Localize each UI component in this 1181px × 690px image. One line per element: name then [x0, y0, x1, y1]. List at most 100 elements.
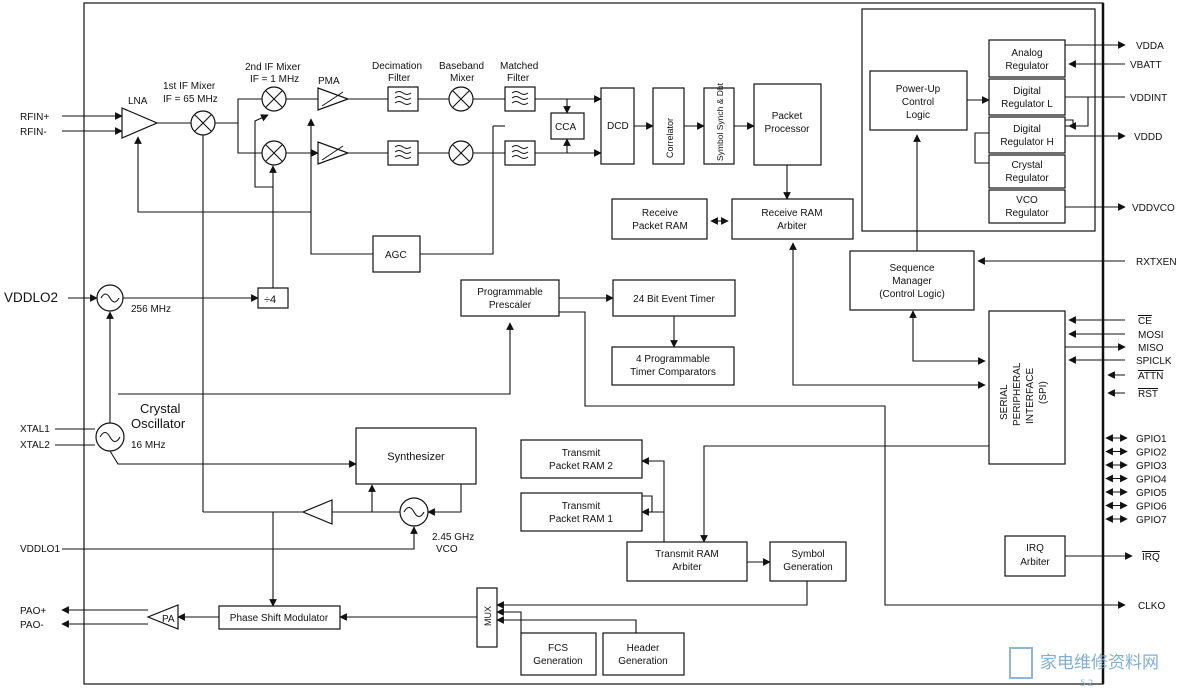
svg-text:Prescaler: Prescaler [489, 300, 532, 311]
svg-text:Receive RAM: Receive RAM [761, 208, 822, 219]
svg-text:Symbol Synch & Dbt: Symbol Synch & Dbt [715, 82, 725, 161]
svg-text:DCD: DCD [607, 121, 629, 132]
transmit-packet-ram-2-block: Transmit Packet RAM 2 [520, 439, 643, 479]
svg-text:PAO+: PAO+ [20, 606, 46, 617]
svg-text:Arbiter: Arbiter [672, 562, 702, 573]
irq-arbiter-block: IRQ Arbiter [1004, 535, 1066, 577]
power-region [861, 8, 1096, 232]
svg-text:Decimation: Decimation [372, 61, 422, 72]
svg-text:Digital: Digital [1013, 124, 1041, 135]
sequence-manager-block: Sequence Manager (Control Logic) [849, 250, 975, 311]
gpio-label: GPIO3 [1136, 461, 1167, 472]
svg-text:VDDINT: VDDINT [1130, 93, 1167, 104]
pin-gpio-5: GPIO5 [1105, 488, 1167, 499]
pin-gpio-7: GPIO7 [1105, 515, 1167, 526]
receive-ram-arbiter-block: Receive RAM Arbiter [731, 198, 854, 240]
svg-text:Transmit RAM: Transmit RAM [655, 549, 719, 560]
svg-text:(Control Logic): (Control Logic) [879, 289, 945, 300]
pin-rxtxen: RXTXEN [977, 257, 1177, 268]
lo-256-oscillator: 256 MHz [96, 284, 171, 315]
svg-text:Baseband: Baseband [439, 61, 484, 72]
svg-text:CCA: CCA [555, 122, 576, 133]
timer-comparators-block: 4 Programmable Timer Comparators [611, 346, 735, 386]
symbol-synch-block: Symbol Synch & Dbt [703, 82, 735, 165]
svg-text:IF = 65 MHz: IF = 65 MHz [163, 94, 218, 105]
svg-text:Symbol: Symbol [791, 549, 824, 560]
svg-text:256 MHz: 256 MHz [131, 304, 171, 315]
digital-regulator-h-block: Digital Regulator H [988, 116, 1066, 154]
svg-text:VDDA: VDDA [1136, 41, 1164, 52]
pin-vddvco: VDDVCO [1065, 203, 1175, 214]
watermark: 家电维修资料网 52 [1009, 647, 1159, 689]
pin-attn: ATTN [1107, 371, 1163, 382]
svg-text:RFIN+: RFIN+ [20, 112, 49, 123]
matched-filter-bottom [504, 140, 536, 166]
pin-vddd: VDDD [1065, 132, 1162, 143]
svg-text:CLKO: CLKO [1138, 601, 1165, 612]
svg-text:Analog: Analog [1011, 48, 1042, 59]
pin-vbatt: VBATT [1068, 60, 1161, 71]
pin-spiclk: SPICLK [1068, 356, 1172, 367]
pin-mosi: MOSI [1068, 330, 1164, 341]
svg-text:RXTXEN: RXTXEN [1136, 257, 1177, 268]
svg-text:Mixer: Mixer [450, 73, 475, 84]
svg-text:1st IF Mixer: 1st IF Mixer [163, 81, 216, 92]
pin-gpio-6: GPIO6 [1105, 502, 1167, 513]
svg-text:VBATT: VBATT [1130, 60, 1161, 71]
pin-clko: CLKO [1138, 601, 1165, 612]
pin-vddlo1: VDDLO1 [20, 526, 418, 555]
matched-filter-top: Matched Filter [500, 61, 538, 112]
svg-text:ATTN: ATTN [1138, 371, 1163, 382]
svg-text:Filter: Filter [388, 73, 411, 84]
svg-text:RFIN-: RFIN- [20, 127, 47, 138]
svg-text:VDDVCO: VDDVCO [1132, 203, 1175, 214]
pin-pao-n: PAO- [20, 620, 148, 631]
svg-text:2nd IF Mixer: 2nd IF Mixer [245, 62, 301, 73]
svg-text:÷4: ÷4 [264, 294, 276, 306]
pin-xtal2: XTAL2 [20, 440, 95, 451]
svg-text:PERIPHERAL: PERIPHERAL [1012, 362, 1023, 426]
svg-text:XTAL2: XTAL2 [20, 440, 50, 451]
svg-text:Packet RAM 1: Packet RAM 1 [549, 514, 613, 525]
pma-amplifier-top: PMA [317, 76, 350, 111]
svg-text:家电维修资料网: 家电维修资料网 [1040, 653, 1159, 673]
second-if-mixer-top: 2nd IF Mixer IF = 1 MHz [245, 62, 301, 112]
pin-rst: RST [1107, 389, 1158, 400]
symbol-generation-block: Symbol Generation [769, 541, 847, 582]
svg-text:Arbiter: Arbiter [1020, 557, 1050, 568]
svg-text:Matched: Matched [500, 61, 538, 72]
svg-text:16 MHz: 16 MHz [131, 440, 165, 451]
pin-vdda: VDDA [1065, 41, 1164, 52]
gpio-label: GPIO7 [1136, 515, 1167, 526]
svg-text:VCO: VCO [436, 544, 458, 555]
power-up-logic-block: Power-Up Control Logic [869, 70, 968, 131]
gpio-label: GPIO6 [1136, 502, 1167, 513]
mux-block: MUX [476, 587, 498, 648]
transmit-packet-ram-1-block: Transmit Packet RAM 1 [520, 492, 643, 532]
svg-text:Processor: Processor [764, 124, 810, 135]
pin-xtal1: XTAL1 [20, 424, 95, 435]
header-generation-block: Header Generation [602, 632, 685, 676]
digital-regulator-l-block: Digital Regulator L [988, 78, 1066, 116]
svg-text:VDDD: VDDD [1134, 132, 1162, 143]
dcd-block: DCD [600, 87, 635, 165]
svg-text:Arbiter: Arbiter [777, 221, 807, 232]
pin-vddint: VDDINT [1065, 93, 1167, 104]
gpio-label: GPIO1 [1136, 434, 1167, 445]
spi-block: SERIAL PERIPHERAL INTERFACE (SPI) [988, 310, 1066, 465]
svg-text:Regulator: Regulator [1005, 208, 1049, 219]
svg-text:LNA: LNA [128, 96, 148, 107]
svg-text:AGC: AGC [385, 250, 407, 261]
svg-text:IRQ: IRQ [1142, 552, 1160, 563]
gpio-label: GPIO5 [1136, 488, 1167, 499]
decimation-filter-bottom [387, 140, 419, 166]
crystal-regulator-block: Crystal Regulator [988, 154, 1066, 189]
pin-gpio-4: GPIO4 [1105, 475, 1167, 486]
svg-text:XTAL1: XTAL1 [20, 424, 50, 435]
baseband-mixer-top: Baseband Mixer [439, 61, 484, 112]
svg-text:4 Programmable: 4 Programmable [636, 354, 710, 365]
svg-text:Generation: Generation [783, 562, 832, 573]
event-timer-block: 24 Bit Event Timer [612, 279, 736, 317]
svg-text:Synthesizer: Synthesizer [387, 451, 445, 463]
